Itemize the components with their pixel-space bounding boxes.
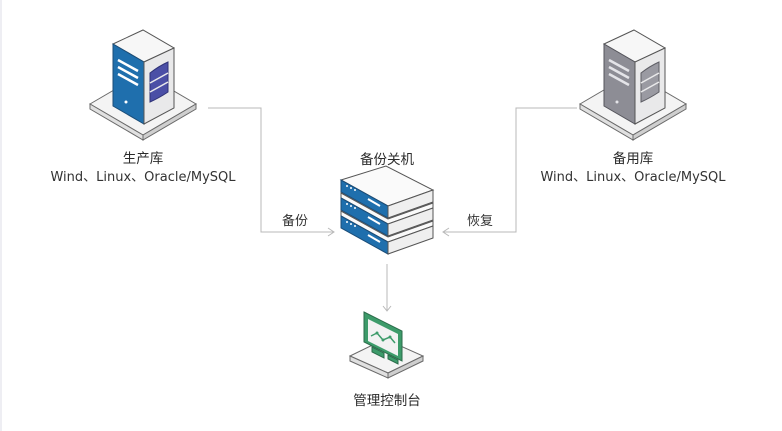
rack-unit bbox=[340, 179, 434, 219]
standby-subtitle: Wind、Linux、Oracle/MySQL bbox=[540, 170, 726, 185]
standby-server-icon[interactable] bbox=[579, 29, 687, 141]
left-border bbox=[0, 0, 2, 431]
production-subtitle: Wind、Linux、Oracle/MySQL bbox=[50, 170, 236, 185]
connector-backup bbox=[208, 107, 335, 237]
restore-edge-label: 恢复 bbox=[466, 214, 493, 229]
backup-host-title: 备份关机 bbox=[360, 152, 414, 168]
production-server-icon[interactable] bbox=[89, 29, 197, 141]
connector-console bbox=[382, 264, 392, 312]
console-title: 管理控制台 bbox=[353, 393, 421, 409]
database-icon bbox=[640, 61, 660, 103]
monitor-icon bbox=[363, 311, 403, 365]
standby-title: 备用库 bbox=[612, 151, 654, 167]
rack-unit bbox=[340, 210, 434, 255]
backup-edge-label: 备份 bbox=[281, 214, 308, 229]
production-title: 生产库 bbox=[122, 151, 164, 167]
backup-host-icon[interactable] bbox=[339, 165, 435, 255]
connector-restore bbox=[442, 107, 577, 237]
database-icon bbox=[149, 61, 169, 103]
rack-unit bbox=[340, 192, 434, 237]
console-icon[interactable] bbox=[348, 311, 425, 379]
